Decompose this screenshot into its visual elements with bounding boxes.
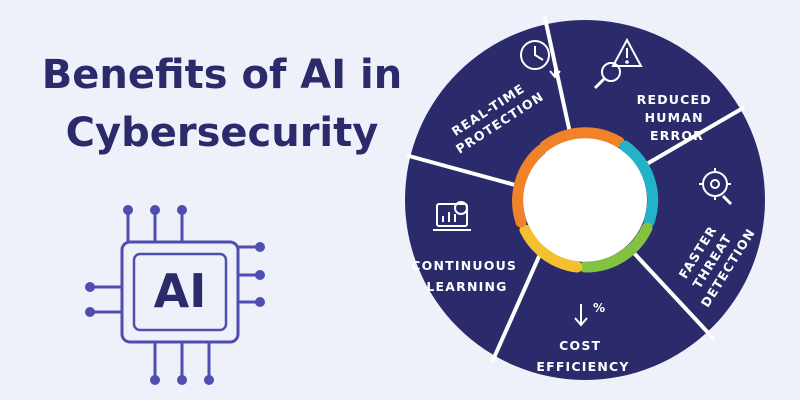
- segment-label-line: ERROR: [650, 128, 704, 143]
- segment-cost-efficiency: % COST EFFICIENCY: [536, 301, 629, 374]
- segment-label-line: REDUCED: [637, 92, 712, 107]
- chart-learning-icon: [433, 201, 471, 231]
- title-line-2: Cybersecurity: [65, 110, 379, 156]
- segment-label-line: CONTINUOUS: [411, 258, 517, 273]
- chip-label: AI: [154, 264, 207, 318]
- divider-lower-right: [631, 250, 715, 340]
- segment-continuous-learning: CONTINUOUS LEARNING: [411, 201, 522, 294]
- svg-text:COST EFFICIENCY: COST EFFICIENCY: [536, 338, 629, 374]
- benefits-wheel: REAL-TIME PROTECTION REDUCED HUMAN ERROR: [405, 16, 765, 380]
- segment-label-line: COST: [559, 338, 601, 353]
- wheel-center: [523, 138, 647, 262]
- percent-down-icon: [574, 304, 588, 327]
- segment-reduced-human-error: REDUCED HUMAN ERROR: [593, 37, 718, 143]
- ring-arc-orange: [539, 127, 625, 152]
- title-line-1: Benefits of AI in: [41, 52, 403, 98]
- divider-upper-right: [643, 106, 745, 167]
- segment-label-line: HUMAN: [645, 110, 704, 125]
- percent-sign: %: [593, 301, 605, 315]
- ring-arc-orange-left: [512, 144, 547, 228]
- ring-arc-teal: [619, 140, 659, 228]
- svg-text:CONTINUOUS LEARNING: CONTINUOUS LEARNING: [411, 258, 522, 294]
- ring-arc-green: [579, 222, 653, 273]
- ai-chip-icon: AI: [85, 205, 265, 385]
- divider-bottom: [491, 250, 543, 362]
- gear-wrench-icon: [699, 168, 733, 206]
- segment-label-line: EFFICIENCY: [536, 359, 629, 374]
- divider-left: [407, 154, 521, 188]
- page-title: Benefits of AI in Cybersecurity: [22, 46, 422, 162]
- clock-icon: [520, 40, 561, 79]
- magnifier-warning-icon: [593, 37, 643, 90]
- segment-label-line: LEARNING: [426, 279, 507, 294]
- svg-text:REDUCED HUMAN: REDUCED HUMAN ERROR: [637, 92, 718, 143]
- ring-arc-yellow: [519, 224, 583, 273]
